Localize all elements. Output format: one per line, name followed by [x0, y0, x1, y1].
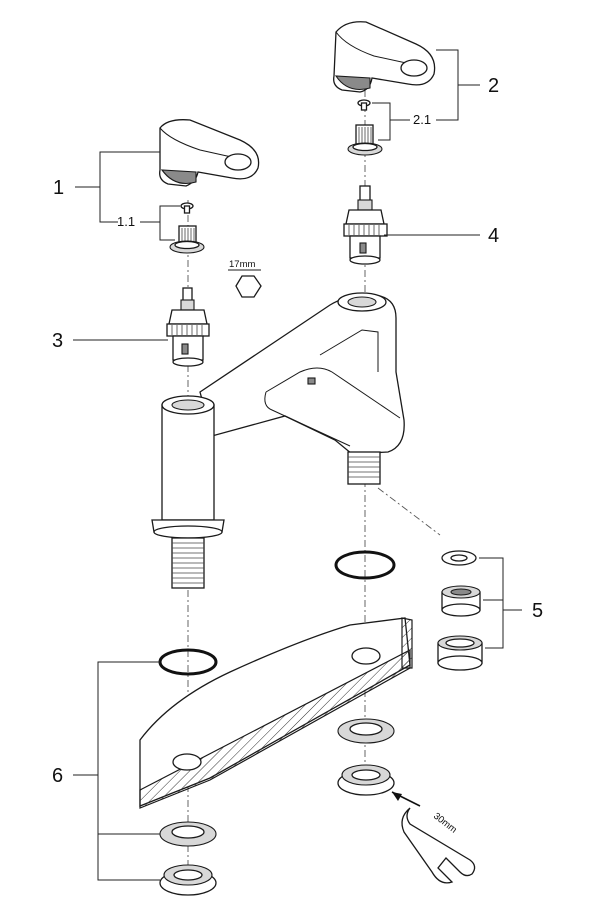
right-lever-handle	[333, 21, 436, 93]
callout-4: 4	[488, 225, 499, 247]
left-lever-handle	[159, 119, 260, 187]
right-washer-and-nut	[337, 718, 395, 796]
right-valve-cartridge	[343, 185, 388, 265]
aerator-set	[437, 550, 483, 671]
left-valve-cartridge	[166, 287, 210, 367]
hex-nut-size-label: 17mm	[229, 259, 255, 270]
leader-lines	[73, 49, 522, 881]
left-set-screw	[180, 202, 194, 214]
callout-6: 6	[52, 765, 63, 787]
callout-2-1: 2.1	[413, 112, 431, 127]
left-spline-adapter	[169, 225, 205, 254]
callout-1-1: 1.1	[117, 214, 135, 229]
callout-1: 1	[53, 177, 64, 199]
right-set-screw	[357, 99, 371, 111]
faucet-body	[151, 292, 405, 589]
wrench-size-label: 30mm	[431, 811, 459, 836]
callout-5: 5	[532, 600, 543, 622]
wrench-tool: 30mm	[391, 791, 476, 884]
callout-3: 3	[52, 330, 63, 352]
right-spline-adapter	[347, 124, 383, 156]
hex-nut-symbol: 17mm	[228, 259, 262, 298]
left-washer-and-nut	[159, 821, 217, 896]
countertop-section	[139, 617, 413, 809]
callout-labels: 1 1.1 2 2.1 3 4 5 6	[52, 75, 543, 787]
callout-2: 2	[488, 75, 499, 97]
